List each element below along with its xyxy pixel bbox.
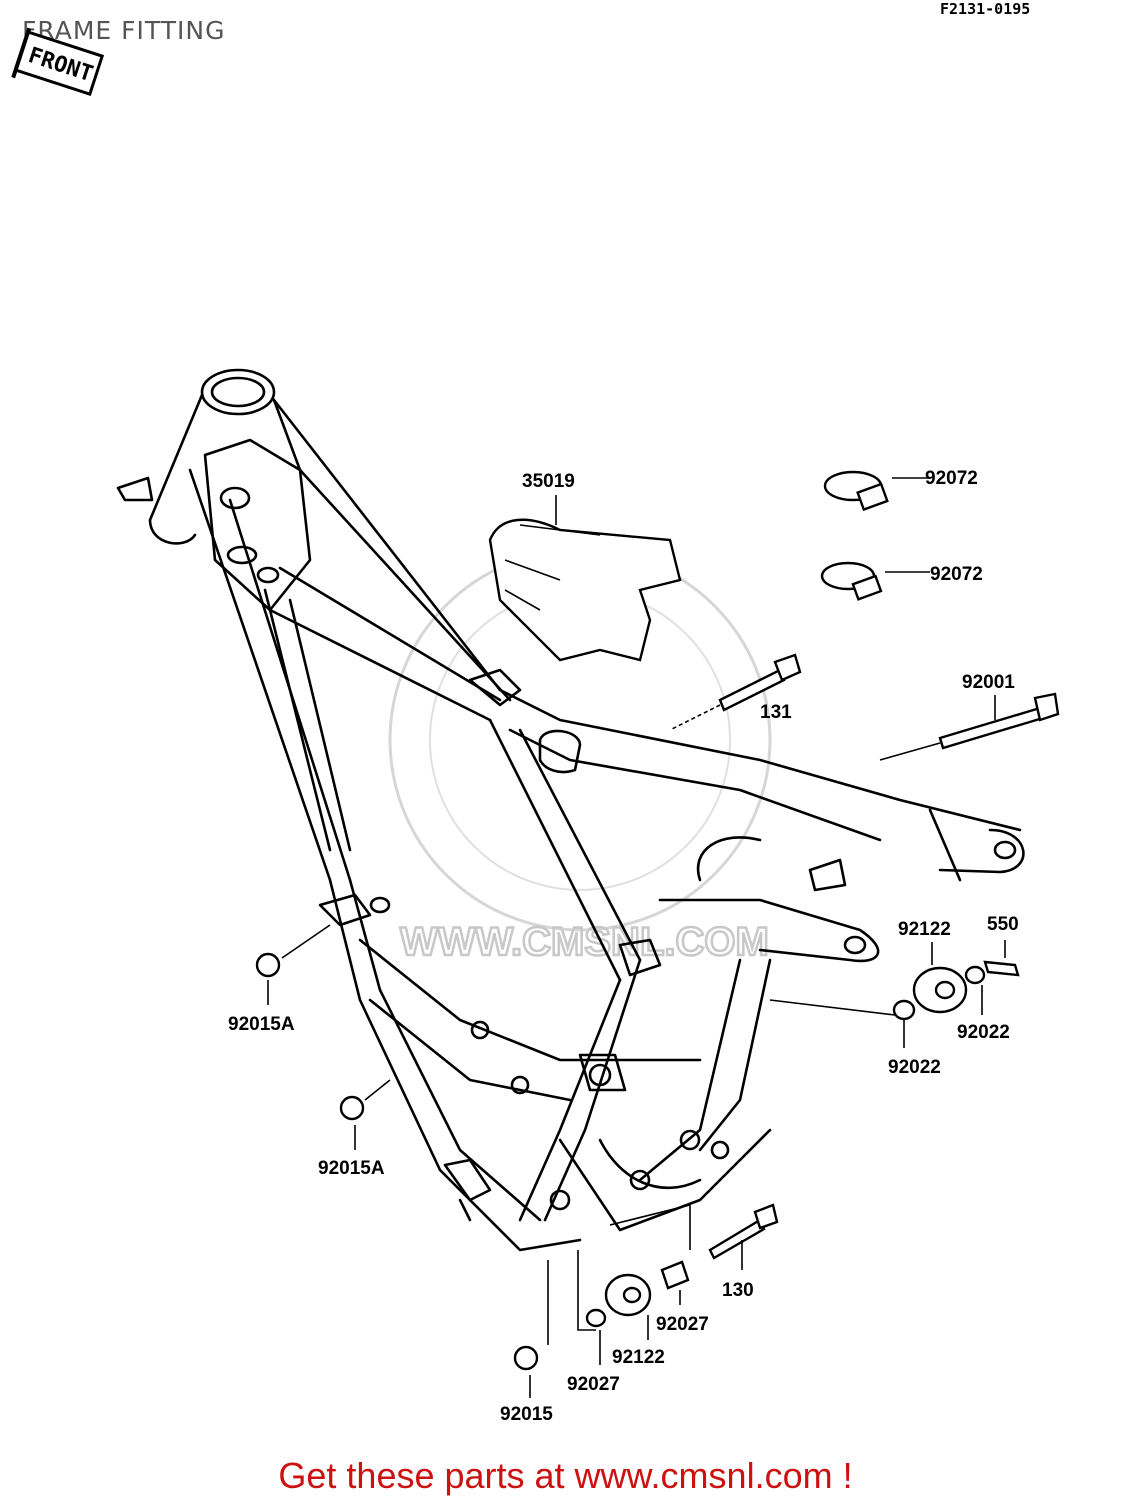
label-92015A-lower: 92015A xyxy=(318,1158,385,1179)
bolt-131 xyxy=(669,653,802,731)
nut-92015 xyxy=(513,1260,549,1398)
drawing-code: F2131-0195 xyxy=(940,0,1031,18)
watermark-text: WWW.CMSNL.COM xyxy=(400,920,769,964)
label-92015A-upper: 92015A xyxy=(228,1014,295,1035)
label-92072-top: 92072 xyxy=(925,468,978,489)
label-550: 550 xyxy=(987,914,1019,935)
hose-clamp-92072-top xyxy=(823,470,928,512)
nut-92015A-upper xyxy=(255,924,331,1005)
chain-guide-35019 xyxy=(488,495,682,662)
label-92022-right: 92022 xyxy=(957,1022,1010,1043)
label-92072-bottom: 92072 xyxy=(930,564,983,585)
label-92027-upper: 92027 xyxy=(656,1314,709,1335)
label-35019: 35019 xyxy=(522,471,575,492)
engine-mount-right xyxy=(769,940,1020,1048)
label-131: 131 xyxy=(760,702,792,723)
label-92122-right: 92122 xyxy=(898,919,951,940)
hose-clamp-92072-bottom xyxy=(820,561,930,601)
label-92027-lower: 92027 xyxy=(567,1374,620,1395)
label-130: 130 xyxy=(722,1280,754,1301)
label-92001: 92001 xyxy=(962,672,1015,693)
bolt-130 xyxy=(609,1203,779,1270)
footer-promo-link[interactable]: Get these parts at www.cmsnl.com ! xyxy=(278,1455,853,1496)
label-92015: 92015 xyxy=(500,1404,553,1425)
bolt-92001 xyxy=(879,692,1060,761)
label-92022-left: 92022 xyxy=(888,1057,941,1078)
engine-mount-lower xyxy=(577,1250,690,1365)
label-92122-lower: 92122 xyxy=(612,1347,665,1368)
nut-92015A-lower xyxy=(339,1079,391,1150)
motorcycle-frame xyxy=(116,368,1025,1252)
front-marker: FRONT xyxy=(11,27,105,97)
